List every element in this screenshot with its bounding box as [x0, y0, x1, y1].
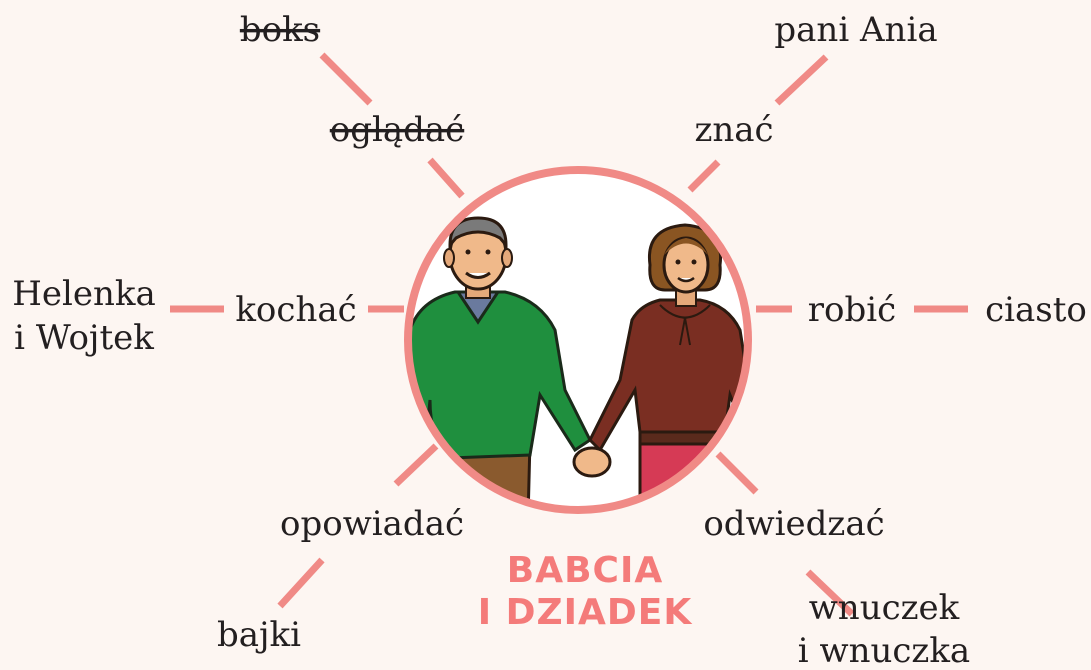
grandparents-illustration-icon	[404, 166, 752, 514]
word-znac: znać	[694, 110, 773, 150]
center-label-line2: I DZIADEK	[478, 592, 693, 633]
connector-odwiedzac-wnuczek	[805, 569, 855, 617]
word-boks: boks	[240, 10, 320, 50]
word-kochac: kochać	[235, 290, 356, 330]
word-opowiadac: opowiadać	[280, 504, 464, 544]
word-i-wojtek: i Wojtek	[14, 318, 154, 358]
word-helenka: Helenka	[12, 274, 156, 314]
connector-boks-ogladac	[319, 52, 373, 106]
word-bajki: bajki	[217, 615, 301, 655]
connector-bajki-opowiadac	[277, 557, 325, 609]
connector-znac-center	[687, 159, 721, 193]
connector-pania-znac	[774, 54, 829, 106]
connector-center-odwiedzac	[715, 451, 759, 495]
connector-ogladac-center	[427, 157, 465, 199]
word-wnuczek: wnuczek	[809, 588, 960, 628]
connector-opowiadac-center	[393, 443, 439, 487]
word-robic: robić	[808, 290, 896, 330]
word-pani-ania: pani Ania	[774, 10, 937, 50]
word-odwiedzac: odwiedzać	[703, 504, 884, 544]
word-i-wnuczka: i wnuczka	[798, 631, 970, 670]
connectors	[170, 52, 968, 617]
center-label-line1: BABCIA	[507, 550, 663, 591]
word-ciasto: ciasto	[985, 290, 1087, 330]
word-ogladac: oglądać	[330, 110, 464, 150]
